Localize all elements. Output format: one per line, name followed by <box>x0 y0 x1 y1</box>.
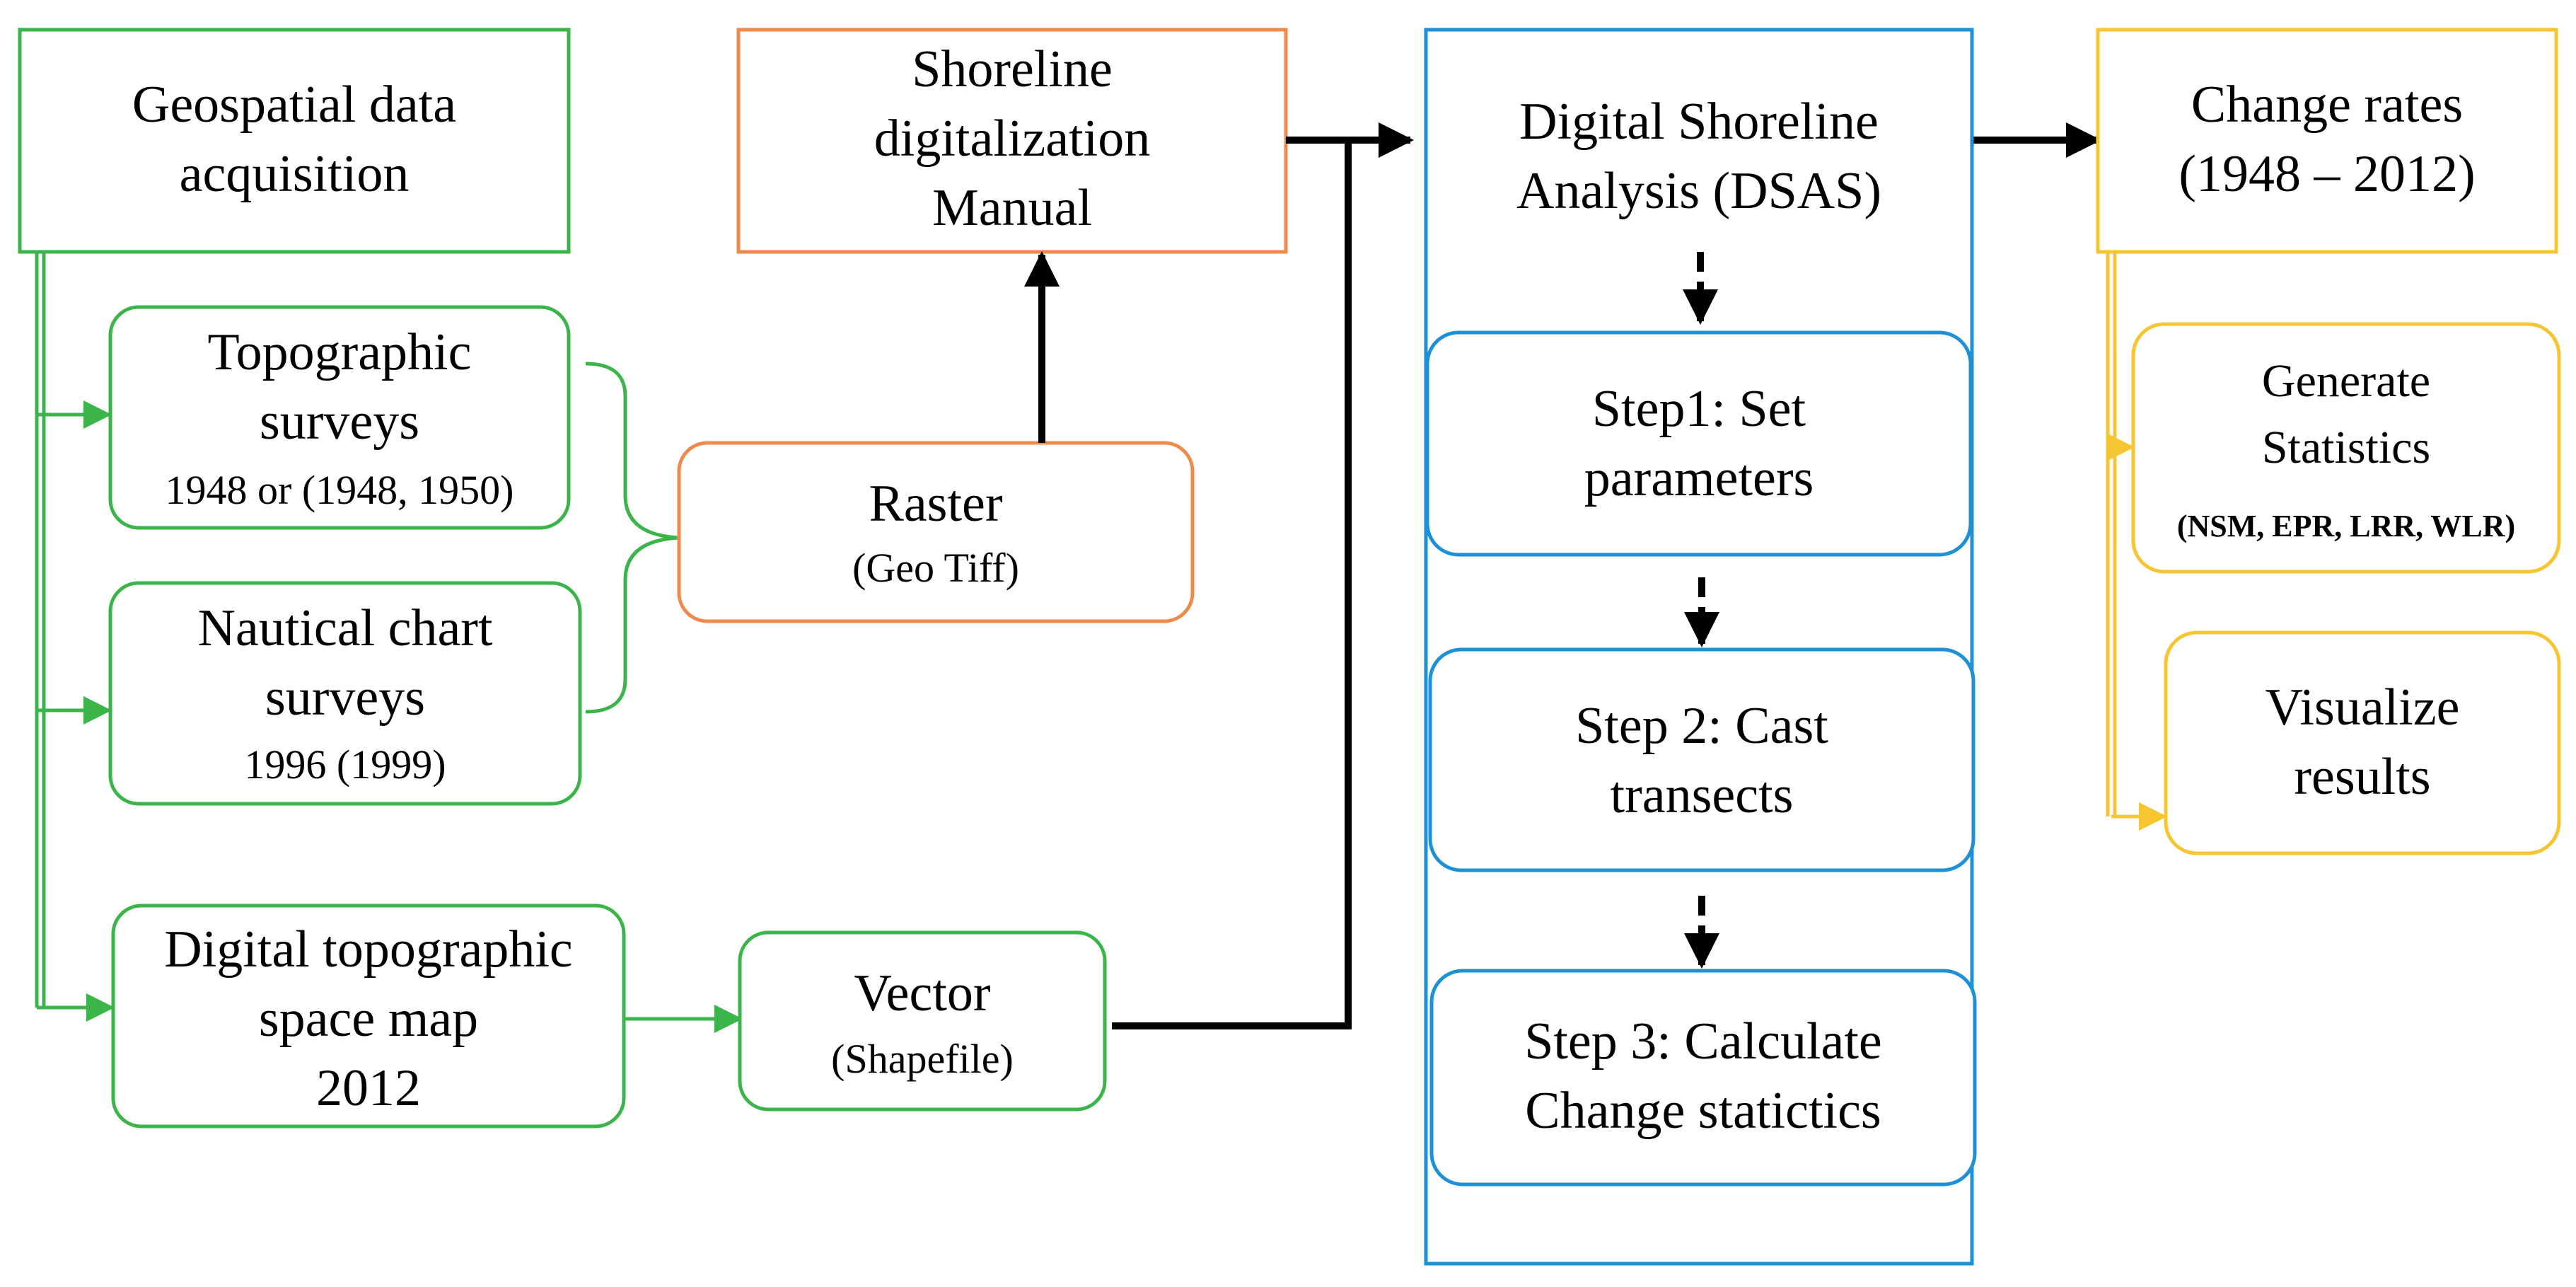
step3-node: Step 3: Calculate Change statictics <box>1429 969 1977 1187</box>
vector-node: Vector (Shapefile) <box>738 930 1107 1112</box>
visualize-line2: results <box>2294 748 2430 806</box>
step3-line2: Change statictics <box>1525 1082 1881 1140</box>
step1-line2: parameters <box>1584 449 1814 507</box>
nautical-line3: 1996 (1999) <box>244 741 446 787</box>
change-rates-line2: (1948 – 2012) <box>2178 145 2475 203</box>
change-rates-line1: Change rates <box>2191 76 2463 134</box>
green-connectors <box>35 252 743 1033</box>
black-connectors <box>1024 122 2101 1029</box>
generate-line2: Statistics <box>2262 422 2430 473</box>
topographic-line2: surveys <box>260 393 419 451</box>
dsas-line1: Digital Shoreline <box>1519 93 1879 151</box>
digital-map-line3: 2012 <box>316 1059 421 1117</box>
change-rates-node: Change rates (1948 – 2012) <box>2096 28 2558 254</box>
generate-line1: Generate <box>2262 355 2430 407</box>
vector-line1: Vector <box>854 964 990 1022</box>
shoreline-line1: Shoreline <box>912 40 1113 98</box>
visualize-results-node: Visualize results <box>2164 630 2561 855</box>
generate-line3: (NSM, EPR, LRR, WLR) <box>2177 509 2515 543</box>
step1-line1: Step1: Set <box>1592 380 1806 438</box>
raster-line2: (Geo Tiff) <box>852 545 1019 591</box>
step2-node: Step 2: Cast transects <box>1428 647 1975 872</box>
shoreline-line3: Manual <box>932 179 1092 237</box>
raster-node: Raster (Geo Tiff) <box>677 441 1195 623</box>
raster-line1: Raster <box>869 475 1002 533</box>
step3-line1: Step 3: Calculate <box>1524 1012 1882 1070</box>
geospatial-data-acquisition-node: Geospatial data acquisition <box>18 28 571 254</box>
dsas-container: Digital Shoreline Analysis (DSAS) <box>1424 28 1974 1266</box>
topographic-line1: Topographic <box>208 323 472 381</box>
nautical-chart-surveys-node: Nautical chart surveys 1996 (1999) <box>108 581 582 806</box>
step2-line2: transects <box>1611 766 1794 824</box>
step1-node: Step1: Set parameters <box>1425 330 1973 557</box>
nautical-line1: Nautical chart <box>197 599 492 657</box>
topographic-surveys-node: Topographic surveys 1948 or (1948, 1950) <box>108 305 571 530</box>
vector-line2: (Shapefile) <box>831 1036 1014 1082</box>
digital-topographic-map-node: Digital topographic space map 2012 <box>111 904 626 1129</box>
generate-statistics-node: Generate Statistics (NSM, EPR, LRR, WLR) <box>2131 322 2561 574</box>
digital-map-line1: Digital topographic <box>164 920 572 979</box>
step2-line1: Step 2: Cast <box>1575 697 1828 755</box>
digital-map-line2: space map <box>259 990 478 1048</box>
yellow-connectors <box>2106 252 2167 831</box>
dsas-line2: Analysis (DSAS) <box>1516 162 1881 220</box>
geospatial-line2: acquisition <box>180 145 410 203</box>
shoreline-digitalization-node: Shoreline digitalization Manual <box>736 28 1288 254</box>
nautical-line2: surveys <box>265 669 425 727</box>
visualize-line1: Visualize <box>2265 679 2459 737</box>
topographic-line3: 1948 or (1948, 1950) <box>166 467 514 513</box>
geospatial-line1: Geospatial data <box>132 76 456 134</box>
shoreline-line2: digitalization <box>874 110 1150 168</box>
